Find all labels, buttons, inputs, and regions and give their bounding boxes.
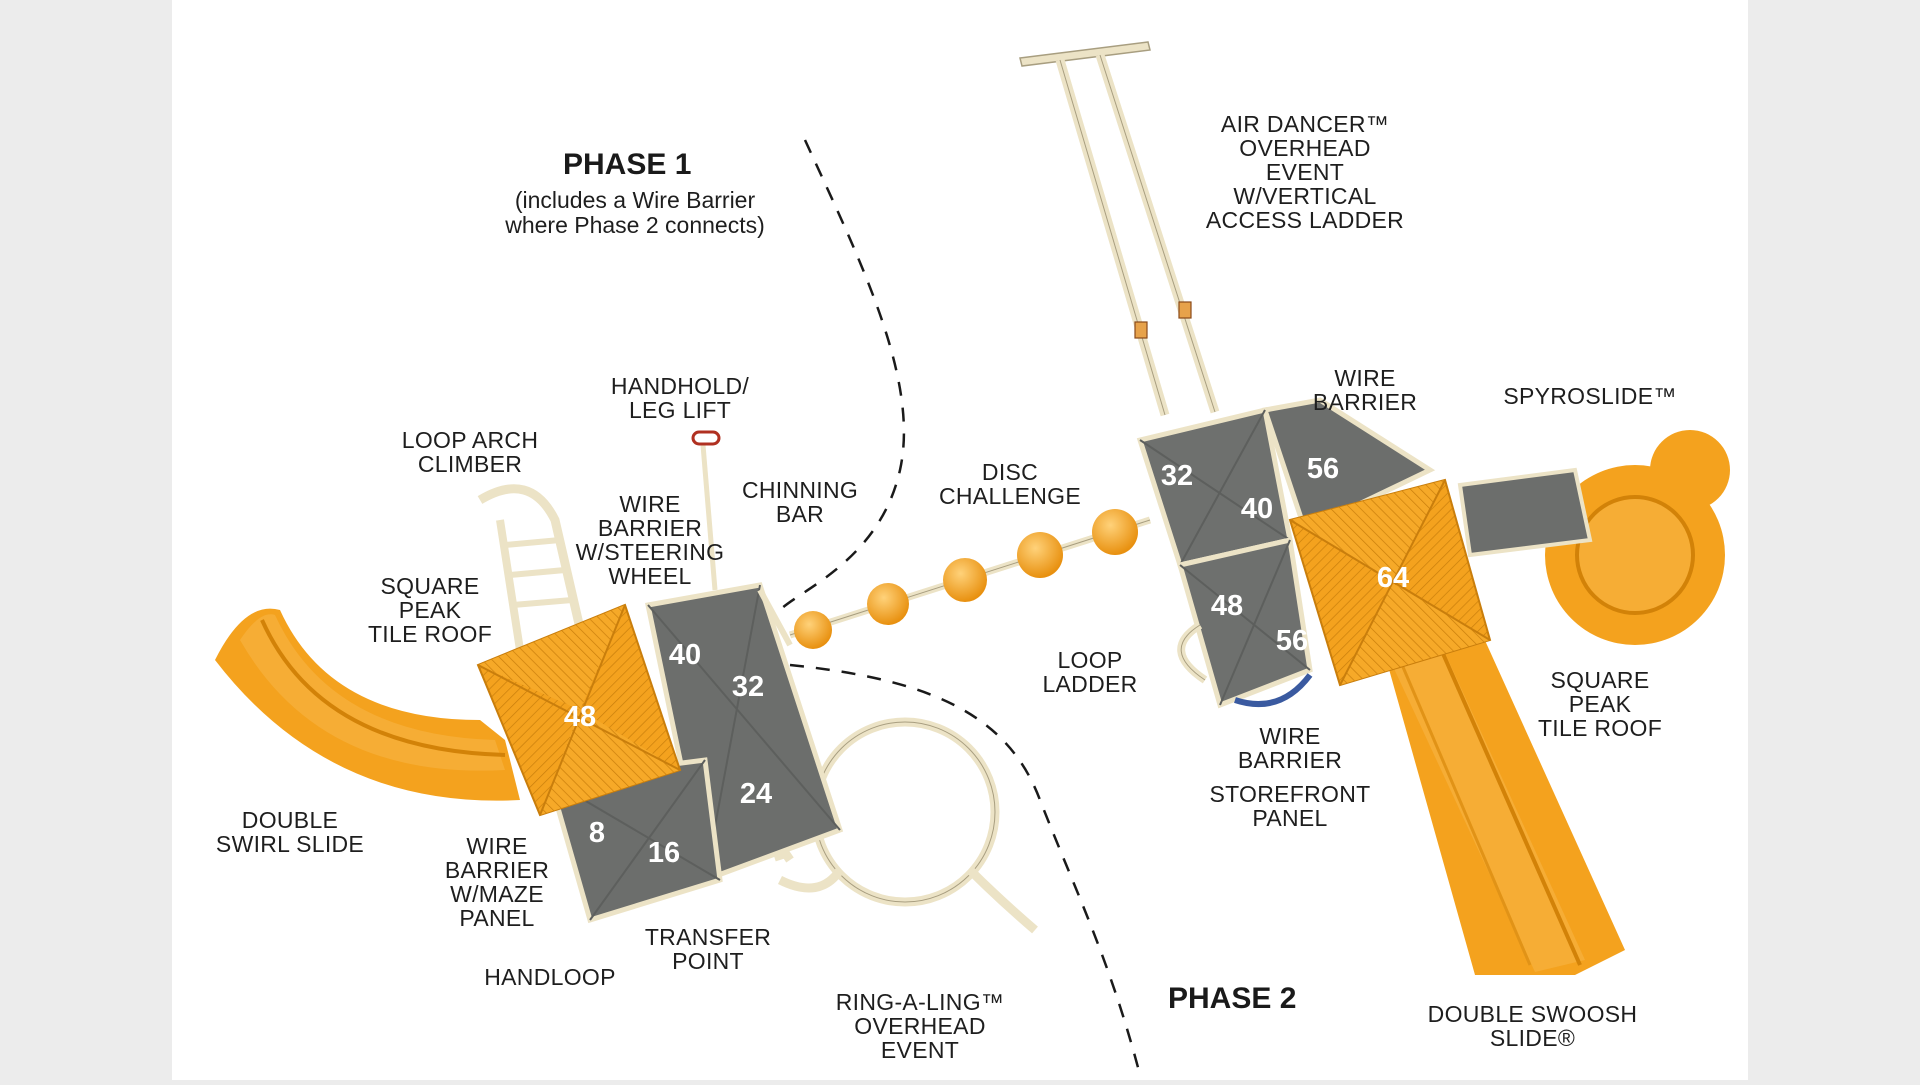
- ring-a-ling-overhead: [772, 717, 1038, 934]
- air-dancer-overhead-event: [1019, 41, 1220, 417]
- spyroslide: [1457, 430, 1730, 645]
- left-tower: [476, 430, 844, 924]
- deck-height-right-48: 48: [1211, 590, 1243, 622]
- deck-height-right-32: 32: [1161, 460, 1193, 492]
- label-spyroslide: SPYROSLIDE™: [1503, 383, 1677, 409]
- deck-height-left-16: 16: [648, 837, 680, 869]
- right-tower: [1136, 397, 1492, 709]
- deck-height-right-56-bottom: 56: [1276, 625, 1308, 657]
- phase2-title: PHASE 2: [1168, 982, 1297, 1015]
- phase1-title: PHASE 1: [563, 148, 692, 181]
- deck-height-right-56-top: 56: [1307, 453, 1339, 485]
- double-swirl-slide: [215, 608, 520, 801]
- double-swoosh-slide: [1385, 625, 1625, 975]
- deck-height-right-40: 40: [1241, 493, 1273, 525]
- label-handhold-leg-lift: HANDHOLD/LEG LIFT: [610, 373, 750, 423]
- deck-height-left-roof: 48: [564, 701, 596, 733]
- deck-height-left-40: 40: [669, 639, 701, 671]
- loop-arch-climber: [477, 484, 590, 652]
- deck-height-right-roof: 64: [1377, 562, 1409, 594]
- deck-height-left-32: 32: [732, 671, 764, 703]
- deck-height-left-8: 8: [589, 817, 605, 849]
- deck-height-left-24: 24: [740, 778, 772, 810]
- disc-challenge: [788, 509, 1152, 649]
- phase1-note: (includes a Wire Barrier where Phase 2 c…: [505, 187, 765, 238]
- label-handloop: HANDLOOP: [484, 964, 616, 990]
- phase-divider-upper: [779, 139, 906, 611]
